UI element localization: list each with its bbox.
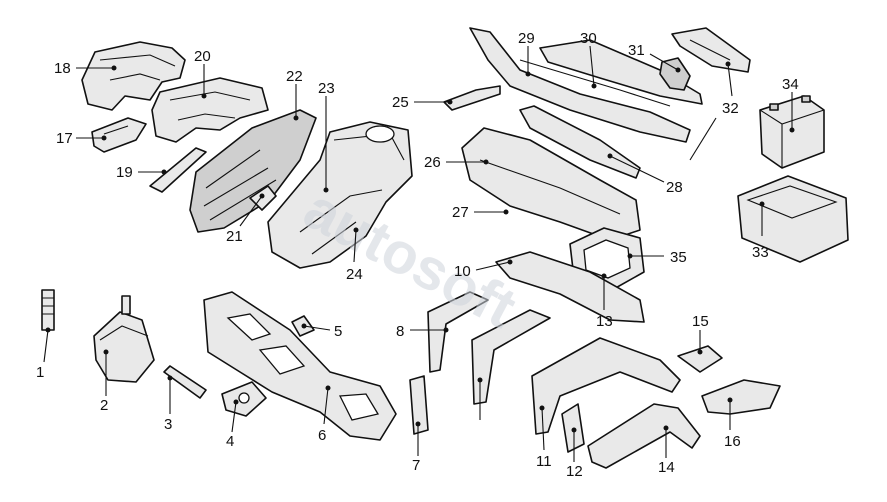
part-1-bolt xyxy=(41,289,55,331)
part-3-sensor xyxy=(163,365,207,399)
part-31-cap xyxy=(659,57,691,91)
part-17-bracket xyxy=(91,117,147,153)
callout-15: 15 xyxy=(692,313,709,330)
callout-14: 14 xyxy=(658,459,675,476)
callout-18: 18 xyxy=(54,60,71,77)
callout-7: 7 xyxy=(412,457,420,474)
part-4-mount xyxy=(221,381,267,417)
callout-28: 28 xyxy=(666,179,683,196)
callout-21: 21 xyxy=(226,228,243,245)
callout-6: 6 xyxy=(318,427,326,444)
callout-33: 33 xyxy=(752,244,769,261)
callout-4: 4 xyxy=(226,433,234,450)
callout-34: 34 xyxy=(782,76,799,93)
callout-29: 29 xyxy=(518,30,535,47)
part-14-sill xyxy=(587,403,701,469)
part-29-30-crossmember xyxy=(469,27,703,143)
callout-32: 32 xyxy=(722,100,739,117)
callout-22: 22 xyxy=(286,68,303,85)
part-26-27-panel xyxy=(461,127,641,241)
part-33-tray xyxy=(737,175,849,263)
callout-12: 12 xyxy=(566,463,583,480)
callout-30: 30 xyxy=(580,30,597,47)
callout-16: 16 xyxy=(724,433,741,450)
callout-5: 5 xyxy=(334,323,342,340)
part-32-bracket xyxy=(671,27,751,73)
part-23-24-floor xyxy=(267,121,413,269)
callout-17: 17 xyxy=(56,130,73,147)
callout-31: 31 xyxy=(628,42,645,59)
callout-11: 11 xyxy=(536,453,552,470)
callout-35: 35 xyxy=(670,249,687,266)
leader-lines xyxy=(43,45,795,462)
part-8-member xyxy=(427,291,489,373)
callout-13: 13 xyxy=(596,313,613,330)
callout-27: 27 xyxy=(452,204,469,221)
part-20-insulation xyxy=(151,77,269,143)
callout-19: 19 xyxy=(116,164,133,181)
callout-1: 1 xyxy=(36,364,44,381)
part-2-reservoir xyxy=(93,295,155,383)
part-28-member xyxy=(519,105,641,179)
part-19-bar xyxy=(149,147,207,193)
callout-numbers: 1 2 3 4 5 6 7 8 10 11 12 13 14 15 16 17 … xyxy=(36,30,799,480)
part-16-bracket xyxy=(701,379,781,415)
part-13-arch xyxy=(495,251,645,323)
callout-8: 8 xyxy=(396,323,404,340)
part-18-insulation xyxy=(81,41,186,111)
callout-3: 3 xyxy=(164,416,172,433)
callout-23: 23 xyxy=(318,80,335,97)
part-25-bracket xyxy=(443,85,501,111)
callout-10: 10 xyxy=(454,263,471,280)
callout-20: 20 xyxy=(194,48,211,65)
part-15-bracket xyxy=(677,345,723,373)
callout-26: 26 xyxy=(424,154,441,171)
callout-25: 25 xyxy=(392,94,409,111)
part-6-panel xyxy=(203,291,397,441)
part-9-member xyxy=(471,309,551,405)
callout-2: 2 xyxy=(100,397,108,414)
part-11-rail xyxy=(531,337,681,435)
part-22-panel xyxy=(189,109,317,233)
callout-24: 24 xyxy=(346,266,363,283)
part-7-bracket xyxy=(409,375,429,435)
